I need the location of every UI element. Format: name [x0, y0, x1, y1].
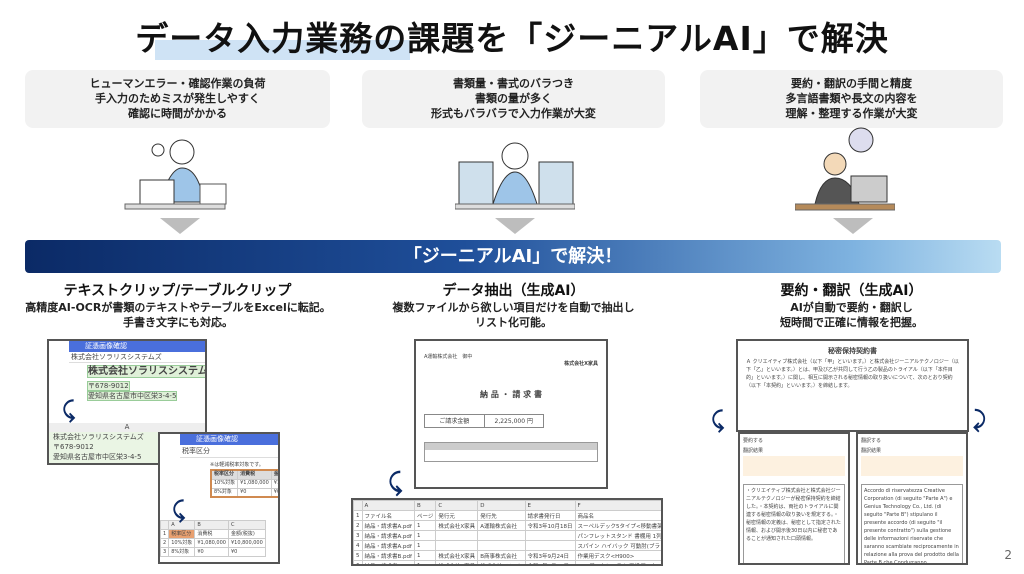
window-title: 証憑画像確認 — [180, 434, 278, 445]
translation-text[interactable]: Accordo di riservatezza Creative Corpora… — [861, 484, 963, 563]
problem-heading: ヒューマンエラー・確認作業の負荷 — [89, 77, 266, 90]
problem-box-2: 書類量・書式のバラつき 書類の量が多く 形式もバラバラで入力作業が大変 — [362, 70, 665, 128]
worker-at-computer-illustration — [124, 139, 227, 210]
excel-cell: 愛知県名古屋市中区栄3-4-5 — [53, 453, 142, 461]
search-box: 株式会社ソラリスシステムズ — [69, 352, 205, 363]
desc-line: リスト化可能。 — [475, 316, 552, 329]
invoice-document: A運輸株式会社 御中 株式会社X家具 納 品 ・ 請 求 書 ご請求金額 2,2… — [414, 339, 608, 489]
problem-text: 形式もバラバラで入力作業が大変 — [431, 107, 596, 120]
curved-arrow-icon: ⤹ — [172, 498, 186, 523]
solution-banner: 「ジーニアルAI」で解決！ — [25, 240, 1001, 273]
stressed-worker-illustration — [455, 142, 575, 210]
contract-title: 秘密保持契約書 — [828, 347, 877, 355]
excel-col: A — [49, 423, 205, 432]
result-label: 翻訳結果 — [861, 448, 882, 454]
excel-cell: 株式会社ソラリスシステムズ — [53, 433, 144, 441]
curved-arrow-icon: ⤹ — [62, 398, 76, 423]
solution-title: テキストクリップ/テーブルクリップ — [63, 283, 292, 299]
result-label: 翻訳結果 — [743, 448, 764, 454]
desc-line: 手書き文字にも対応。 — [123, 316, 233, 329]
desc-line: AIが自動で要約・翻訳し — [790, 301, 913, 314]
ocr-zip: 〒678-9012 — [87, 381, 130, 391]
reading-worker-illustration — [795, 127, 895, 211]
down-arrow-icon — [833, 218, 873, 234]
page-title: データ入力業務の課題を「ジーニアルAI」で解決 — [135, 19, 889, 58]
problem-heading: 書類量・書式のバラつき — [453, 77, 574, 90]
invoice-to: A運輸株式会社 御中 — [424, 354, 473, 360]
amount-value: 2,225,000 円 — [494, 418, 533, 425]
page-number: 2 — [1004, 548, 1012, 562]
invoice-title: 納 品 ・ 請 求 書 — [480, 390, 542, 399]
problem-heading: 要約・翻訳の手間と精度 — [791, 77, 912, 90]
amount-label: ご請求金額 — [425, 415, 485, 427]
desc-line: 複数ファイルから欲しい項目だけを自動で抽出し — [392, 301, 635, 314]
contract-text: Ａ クリエイティブ株式会社（以下「甲」といいます。）と株式会社ジーニアルテクノロ… — [746, 359, 959, 389]
contract-document: 秘密保持契約書 Ａ クリエイティブ株式会社（以下「甲」といいます。）と株式会社ジ… — [736, 339, 969, 432]
solution-title: データ抽出（生成AI） — [442, 283, 585, 299]
solution-description: AIが自動で要約・翻訳し 短時間で正確に情報を把握。 — [700, 300, 1003, 330]
excel-cell: 〒678-9012 — [53, 443, 94, 451]
ocr-address: 愛知県名古屋市中区栄3-4-5 — [87, 391, 178, 401]
problem-box-3: 要約・翻訳の手間と精度 多言語書類や長文の内容を 理解・整理する作業が大変 — [700, 70, 1003, 128]
title-highlight — [155, 40, 410, 60]
translation-panel: 翻訳する 翻訳結果 Accordo di riservatezza Creati… — [856, 432, 968, 565]
ocr-company: 株式会社ソラリスシステムズ — [87, 365, 205, 378]
note: ※は軽減税率対象です。 — [210, 462, 264, 468]
invoice-from: 株式会社X家具 — [564, 361, 598, 367]
curved-arrow-icon: ⤹ — [388, 468, 403, 496]
panel-title: 翻訳する — [861, 438, 882, 444]
problem-box-1: ヒューマンエラー・確認作業の負荷 手入力のためミスが発生しやすく 確認に時間がか… — [25, 70, 330, 128]
solution-title: 要約・翻訳（生成AI） — [780, 283, 923, 299]
problem-text: 確認に時間がかかる — [128, 107, 227, 120]
solution-description: 高精度AI-OCRが書類のテキストやテーブルをExcelに転記。 手書き文字にも… — [2, 300, 354, 330]
curved-arrow-icon: ⤸ — [973, 408, 987, 433]
problem-text: 書類の量が多く — [475, 92, 552, 105]
solution-description: 複数ファイルから欲しい項目だけを自動で抽出し リスト化可能。 — [362, 300, 665, 330]
down-arrow-icon — [160, 218, 200, 234]
desc-line: 高精度AI-OCRが書類のテキストやテーブルをExcelに転記。 — [25, 301, 331, 314]
down-arrow-icon — [495, 218, 535, 234]
summary-text[interactable]: ・クリエイティブ株式会社と株式会社ジーニアルテクノロジーが秘密保持契約を締結した… — [743, 484, 845, 563]
table-row: 6納品・請求書C.pdf1株式会社X家具株式会社Cソフト令和3年9月17日CXV… — [353, 560, 661, 564]
problem-text: 理解・整理する作業が大変 — [785, 107, 918, 120]
curved-arrow-icon: ⤹ — [711, 408, 725, 433]
desc-line: 短時間で正確に情報を把握。 — [780, 316, 923, 329]
window-title: 証憑画像確認 — [69, 341, 205, 352]
summary-panel: 要約する 翻訳結果 ・クリエイティブ株式会社と株式会社ジーニアルテクノロジーが秘… — [738, 432, 850, 565]
panel-title: 要約する — [743, 438, 764, 444]
problem-text: 多言語書類や長文の内容を — [785, 92, 918, 105]
search-box: 税率区分 — [180, 445, 278, 458]
problem-text: 手入力のためミスが発生しやすく — [95, 92, 260, 105]
